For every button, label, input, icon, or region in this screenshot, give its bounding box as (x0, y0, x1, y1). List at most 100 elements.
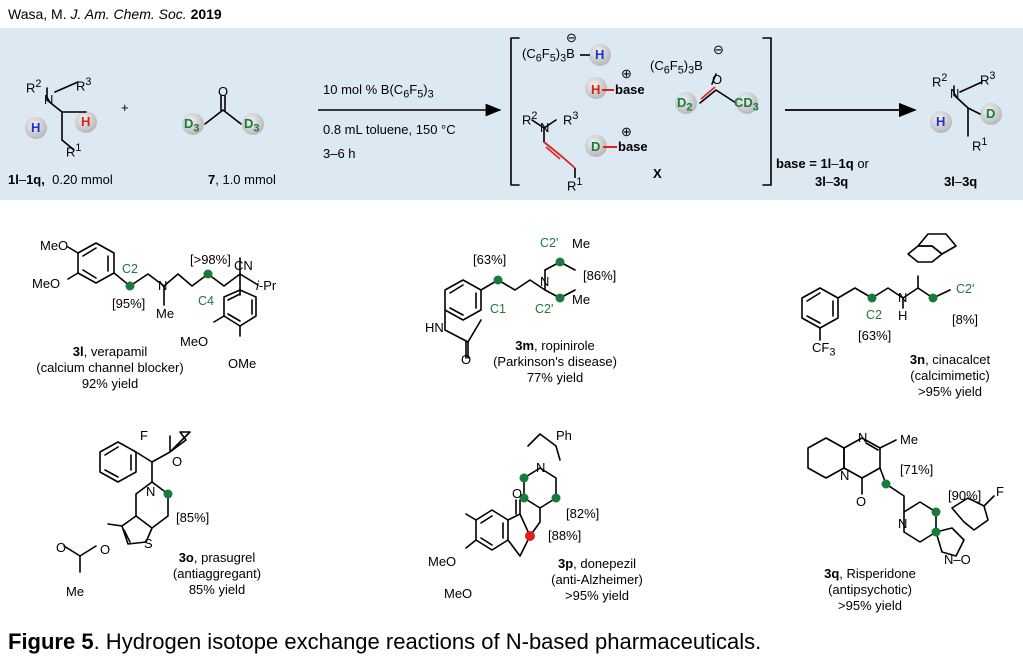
intermediates-structures (531, 44, 758, 178)
h-ball-hbase (585, 77, 607, 99)
intermediate-x: X (653, 166, 662, 181)
figure-caption-number: Figure 5 (8, 629, 94, 654)
donepezil-o: O (512, 486, 523, 501)
acetone-d3-right: D3 (244, 116, 260, 135)
ropinirole-c1: C1 (490, 302, 506, 316)
product-r2: R2 (932, 72, 948, 90)
borohydride-h: H (595, 47, 605, 62)
hbase-h: H (591, 82, 601, 97)
substrate-structure (25, 81, 97, 151)
product-h: H (936, 114, 946, 129)
substrate-r3: R3 (76, 76, 92, 94)
ropinirole-pct2: [86%] (583, 268, 617, 283)
enolate-borane: (C6F5)3B (650, 58, 703, 77)
ropinirole-caption: 3m, ropinirole (Parkinson's disease) 77%… (493, 338, 617, 385)
cinacalcet-pct1: [63%] (858, 328, 892, 343)
h-ball-right (75, 111, 97, 133)
enolate-d2: D2 (677, 95, 693, 114)
substrate-label: 1l–1q, 0.20 mmol (8, 172, 113, 187)
product-n: N (950, 86, 960, 101)
cd3-ball (736, 92, 758, 114)
enamine-r2: R2 (522, 110, 538, 128)
donepezil-pct2: [88%] (548, 528, 582, 543)
dbase-d: D (591, 139, 601, 154)
donepezil-pct1: [82%] (566, 506, 600, 521)
ropinirole-pct1: [63%] (473, 252, 507, 267)
base-definition-2: 3l–3q (815, 174, 849, 189)
cinacalcet-n: N (898, 290, 908, 305)
verapamil-ome3: MeO (180, 334, 209, 349)
risperidone-caption: 3q, Risperidone (antipsychotic) >95% yie… (824, 566, 916, 613)
verapamil-ome4: OMe (228, 356, 257, 371)
prasugrel-me: Me (66, 584, 85, 599)
d-ball-product (980, 103, 1002, 125)
ropinirole-hn: HN (425, 320, 444, 335)
risperidone-n3: N (898, 516, 908, 531)
plus-sign: + (121, 100, 129, 115)
cinacalcet-h: H (898, 308, 908, 323)
donepezil-caption: 3p, donepezil (anti-Alzheimer) >95% yiel… (551, 556, 643, 603)
verapamil-structure (67, 242, 259, 337)
cinacalcet-pct2: [8%] (952, 312, 979, 327)
borohydride-charge: ⊖ (566, 30, 577, 45)
hbase-text: base (615, 82, 645, 97)
cinacalcet-caption: 3n, cinacalcet (calcimimetic) >95% yield (909, 352, 991, 399)
risperidone-n1: N (858, 430, 868, 445)
ropinirole-structure (444, 257, 576, 359)
prasugrel-pct1: [85%] (176, 510, 210, 525)
substrate-r1: R1 (66, 142, 82, 160)
product-r3: R3 (980, 70, 996, 88)
conditions-line3: 3–6 h (323, 146, 356, 161)
product-r1: R1 (972, 136, 988, 154)
citation-journal: J. Am. Chem. Soc. (70, 6, 187, 22)
enamine-r3: R3 (563, 110, 579, 128)
figure-caption: Figure 5. Hydrogen isotope exchange reac… (8, 629, 761, 655)
cinacalcet-c2: C2 (866, 308, 882, 322)
risperidone-n-o: N–O (944, 552, 971, 567)
ropinirole-c2b: C2' (535, 302, 554, 316)
prasugrel-structure (63, 431, 191, 573)
donepezil-n: N (536, 460, 546, 475)
risperidone-pct1: [71%] (900, 462, 934, 477)
bracket-left (510, 37, 520, 186)
enamine-r1: R1 (567, 176, 583, 194)
verapamil-me: Me (156, 306, 175, 321)
acetone-d3-left: D3 (184, 116, 200, 135)
d3-ball-left (182, 113, 204, 135)
verapamil-ome2: MeO (32, 276, 61, 291)
donepezil-meo2: MeO (444, 586, 473, 601)
dbase-text: base (618, 139, 648, 154)
prasugrel-o3: O (56, 540, 67, 555)
citation-year: 2019 (190, 6, 222, 22)
acetone-o: O (218, 84, 229, 99)
verapamil-cn: CN (234, 258, 253, 273)
verapamil-pct2: [>98%] (190, 252, 231, 267)
prasugrel-s: S (144, 536, 153, 551)
prasugrel-o2: O (100, 542, 111, 557)
verapamil-caption: 3l, verapamil (calcium channel blocker) … (36, 344, 184, 391)
borohydride-formula: (C6F5)3B (522, 46, 575, 65)
prasugrel-o: O (172, 454, 183, 469)
ropinirole-o: O (461, 352, 472, 367)
conditions-line1: 10 mol % B(C6F5)3 (323, 82, 434, 101)
donepezil-structure (465, 433, 561, 557)
h-ball-borohydride (589, 44, 611, 66)
base-definition-1: base = 1l–1q or (776, 156, 869, 171)
ropinirole-c2a: C2' (540, 236, 559, 250)
verapamil-c2: C2 (122, 262, 138, 276)
substrate-h-left: H (31, 120, 41, 135)
risperidone-n2: N (840, 468, 850, 483)
verapamil-ome1: MeO (40, 238, 69, 253)
d-ball-dbase (585, 135, 607, 157)
verapamil-ipr: i-Pr (256, 278, 277, 293)
prasugrel-f: F (140, 428, 148, 443)
product-label: 3l–3q (944, 174, 978, 189)
citation-author: Wasa, M. (8, 6, 67, 22)
figure-caption-text: . Hydrogen isotope exchange reactions of… (93, 629, 762, 654)
risperidone-f: F (996, 484, 1004, 499)
cinacalcet-c2p: C2' (956, 282, 975, 296)
risperidone-structure (807, 437, 995, 557)
substrate-r2: R2 (26, 78, 42, 96)
h-ball-left (25, 117, 47, 139)
